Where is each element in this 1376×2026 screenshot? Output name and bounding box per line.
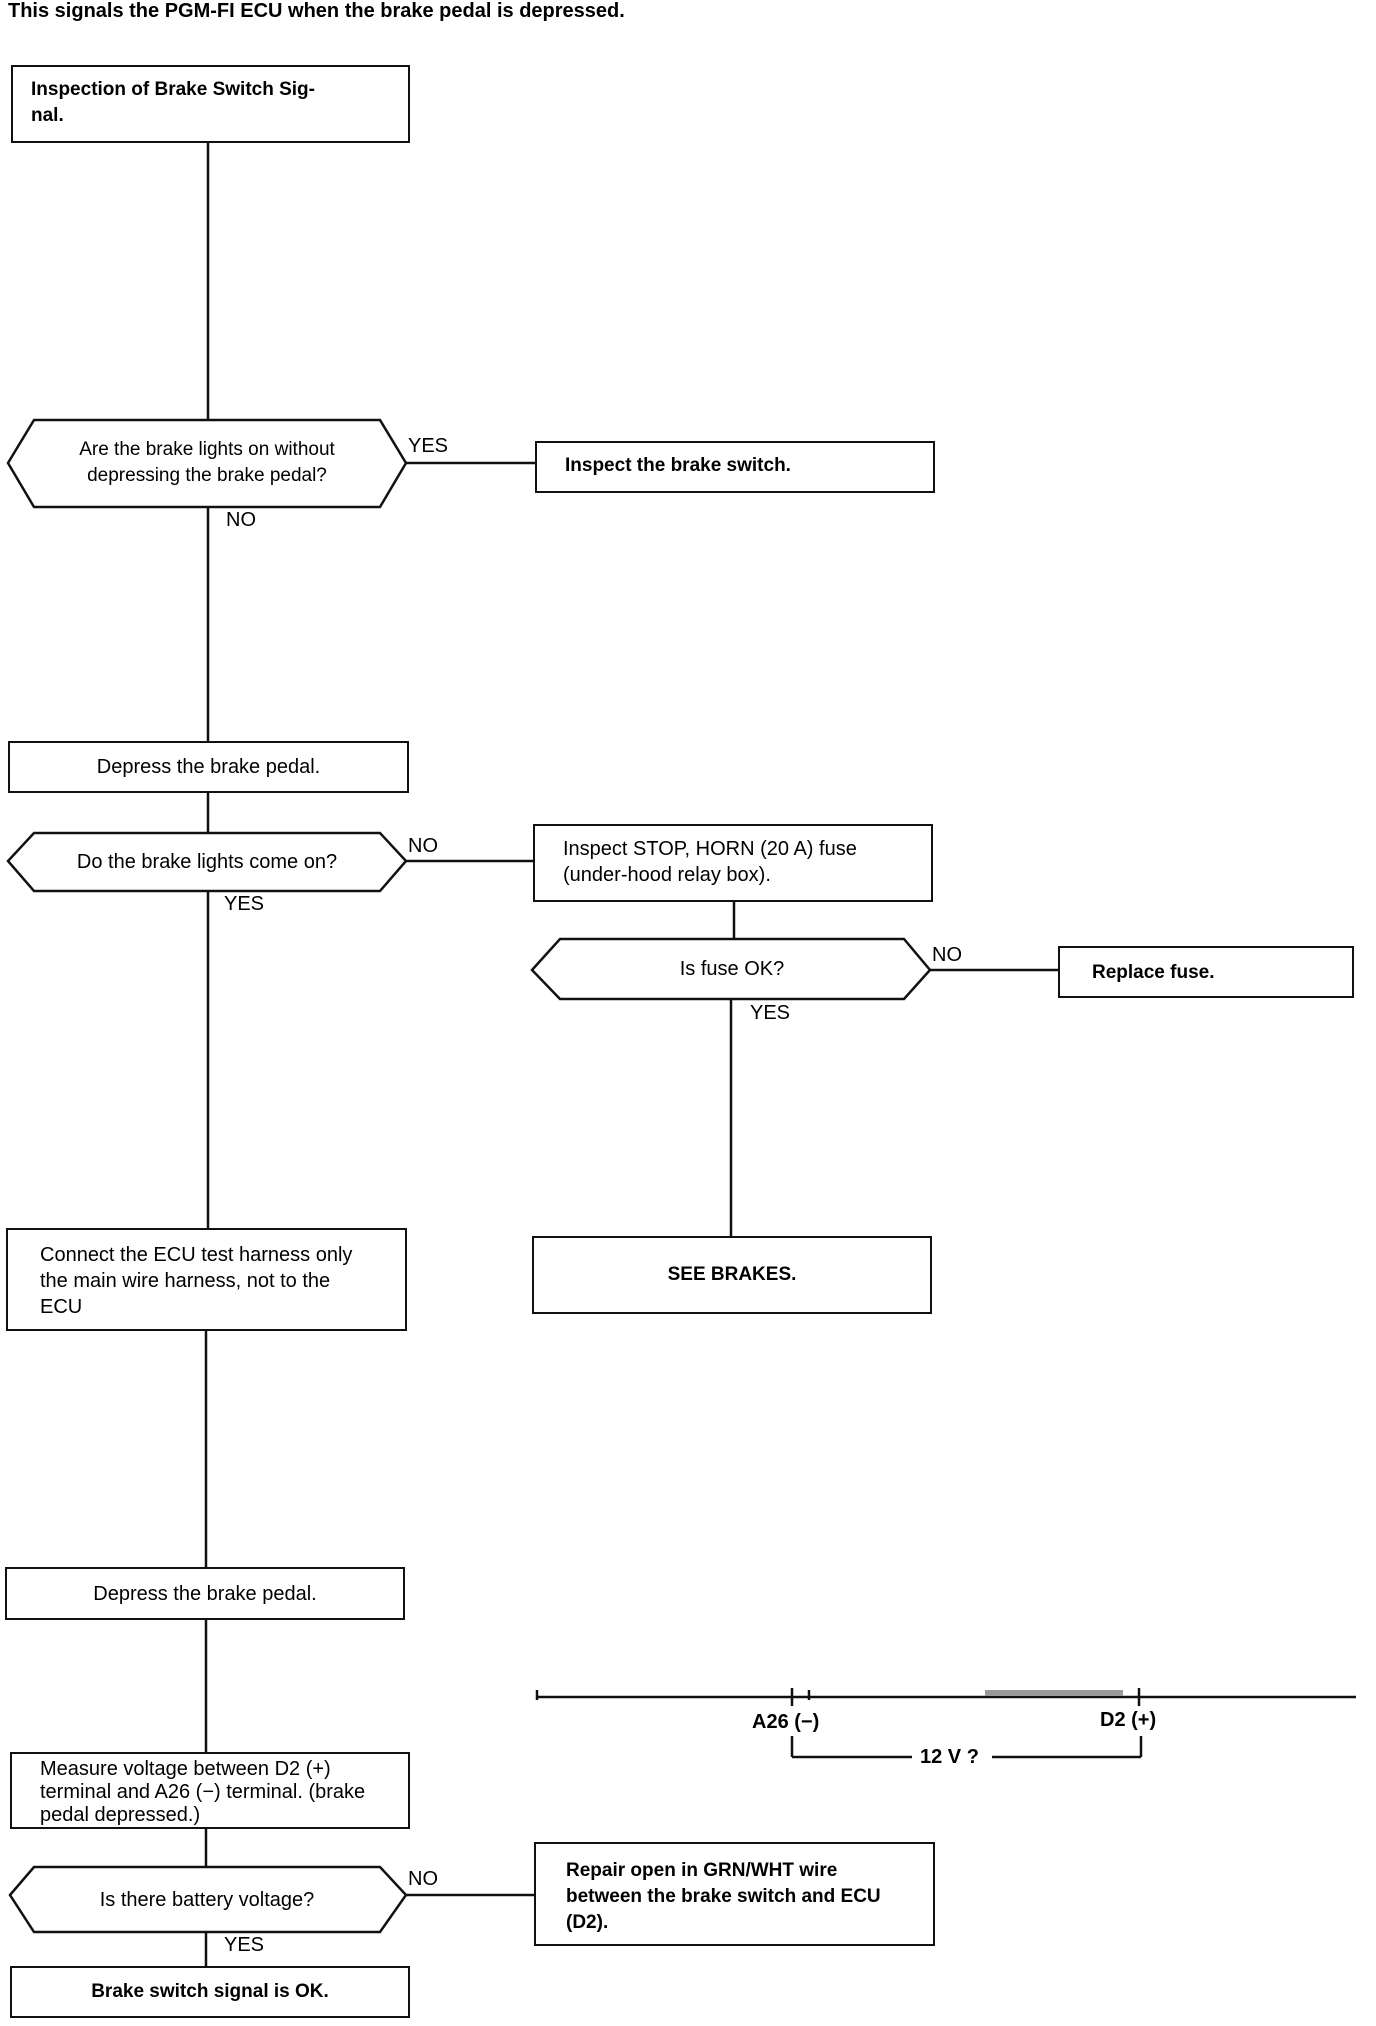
no-label: NO (408, 1868, 438, 1890)
start-box: Inspection of Brake Switch Sig- nal. (11, 65, 410, 143)
connect-harness-box: Connect the ECU test harness only the ma… (6, 1228, 407, 1331)
terminal-d2-label: D2 (+) (1100, 1709, 1157, 1731)
voltage-label: 12 V ? (920, 1746, 979, 1768)
measure-voltage-box: Measure voltage between D2 (+) terminal … (10, 1752, 410, 1829)
yes-label: YES (750, 1002, 791, 1024)
decision-shape-battery (8, 1865, 408, 1934)
inspect-fuse-box: Inspect STOP, HORN (20 A) fuse (under-ho… (533, 824, 933, 902)
connector-hatch (985, 1690, 1123, 1696)
decision-battery-text: Is there battery voltage? (99, 1888, 315, 1911)
depress-pedal-box-2: Depress the brake pedal. (5, 1567, 405, 1620)
yes-label: YES (408, 435, 449, 457)
repair-open-box: Repair open in GRN/WHT wire between the … (534, 1842, 935, 1946)
no-label: NO (408, 835, 438, 857)
page-header: This signals the PGM-FI ECU when the bra… (8, 0, 625, 22)
decision-shape-fuse-ok (530, 937, 932, 1001)
see-brakes-box: SEE BRAKES. (532, 1236, 932, 1314)
yes-label: YES (224, 893, 265, 915)
replace-fuse-box: Replace fuse. (1058, 946, 1354, 998)
decision-lights-on-text: Are the brake lights on without depressi… (79, 439, 335, 486)
yes-label: YES (224, 1934, 265, 1956)
decision-fuse-ok-text: Is fuse OK? (679, 958, 785, 980)
no-label: NO (226, 509, 256, 531)
depress-pedal-box-1: Depress the brake pedal. (8, 741, 409, 793)
inspect-switch-box: Inspect the brake switch. (535, 441, 935, 493)
no-label: NO (932, 944, 962, 966)
decision-lights-come-on-text: Do the brake lights come on? (76, 851, 338, 873)
decision-shape-lights-on (6, 418, 408, 509)
signal-ok-box: Brake switch signal is OK. (10, 1966, 410, 2018)
terminal-a26-label: A26 (−) (752, 1711, 820, 1733)
decision-shape-lights-come-on (6, 831, 408, 893)
